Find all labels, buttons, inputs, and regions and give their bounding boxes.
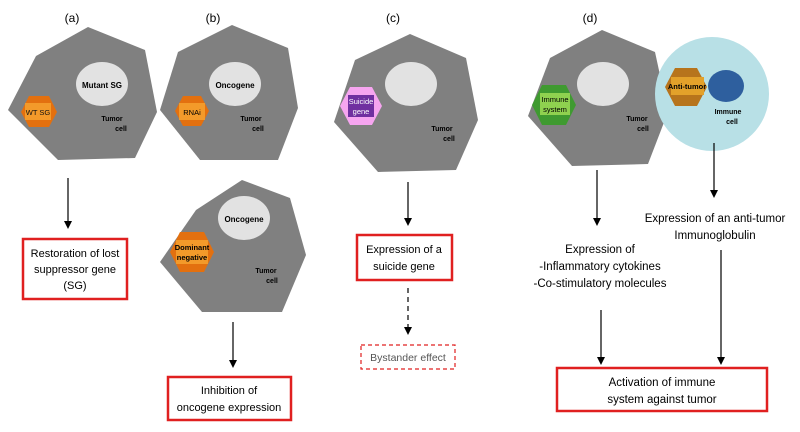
text-d-right-1: Expression of an anti-tumor — [645, 213, 786, 225]
cell-d-label-1: Tumor — [626, 116, 648, 123]
hex-c-label-2: gene — [353, 107, 370, 116]
bystander-label: Bystander effect — [370, 352, 446, 364]
cell-b-top-label-2: cell — [252, 126, 264, 133]
nucleus-b-top-label: Oncogene — [215, 81, 255, 90]
cell-c-label-2: cell — [443, 136, 455, 143]
hex-b-top-label: RNAi — [183, 108, 201, 117]
panel-b-label: (b) — [206, 11, 221, 25]
hex-b-bottom-label-2: negative — [177, 253, 207, 262]
hex-d-immune-label: Anti-tumor — [668, 82, 706, 91]
cell-a-label-2: cell — [115, 126, 127, 133]
panel-a-label: (a) — [65, 11, 80, 25]
cell-b-bottom-label-2: cell — [266, 278, 278, 285]
immune-nucleus — [708, 70, 744, 102]
cell-a-label-1: Tumor — [101, 116, 123, 123]
nucleus-a-label: Mutant SG — [82, 81, 122, 90]
cell-b-top-label-1: Tumor — [240, 116, 262, 123]
hex-d-left-label-1: Immune — [541, 95, 568, 104]
cell-d-label-2: cell — [637, 126, 649, 133]
result-a-line-3: (SG) — [63, 280, 86, 292]
tumor-cell-b-bottom — [160, 180, 306, 312]
result-b-line-1: Inhibition of — [201, 385, 258, 397]
hex-c-label-1: Suicide — [349, 97, 374, 106]
result-b-line-2: oncogene expression — [177, 402, 282, 414]
cell-c-label-1: Tumor — [431, 126, 453, 133]
immune-cell-label-1: Immune — [715, 109, 742, 116]
nucleus-b-top — [209, 62, 261, 106]
bystander-box — [360, 344, 456, 370]
nucleus-a — [76, 62, 128, 106]
panel-d-label: (d) — [583, 11, 598, 25]
nucleus-d — [577, 62, 629, 106]
panel-c-label: (c) — [386, 11, 400, 25]
result-box-b — [166, 375, 293, 422]
nucleus-b-bottom-label: Oncogene — [224, 215, 264, 224]
hex-b-bottom-label-1: Dominant — [175, 243, 210, 252]
hex-d-left-label-2: system — [543, 105, 567, 114]
nucleus-c — [385, 62, 437, 106]
result-box-d — [555, 366, 769, 413]
nucleus-b-bottom — [218, 196, 270, 240]
cell-b-bottom-label-1: Tumor — [255, 268, 277, 275]
result-d-line-2: system against tumor — [607, 394, 716, 406]
hex-a-label: WT SG — [26, 108, 51, 117]
text-d-left-2: -Inflammatory cytokines — [539, 261, 661, 273]
result-box-a — [21, 237, 129, 301]
text-d-right-2: Immunoglobulin — [674, 230, 755, 242]
result-d-line-1: Activation of immune — [609, 377, 716, 389]
result-c-line-2: suicide gene — [373, 261, 435, 273]
text-d-left-1: Expression of — [565, 244, 635, 256]
result-a-line-2: suppressor gene — [34, 264, 116, 276]
text-d-left-3: -Co-stimulatory molecules — [534, 278, 667, 290]
result-a-line-1: Restoration of lost — [31, 248, 120, 260]
result-box-c — [355, 233, 454, 282]
result-c-line-1: Expression of a — [366, 244, 443, 256]
immune-cell-label-2: cell — [726, 119, 738, 126]
